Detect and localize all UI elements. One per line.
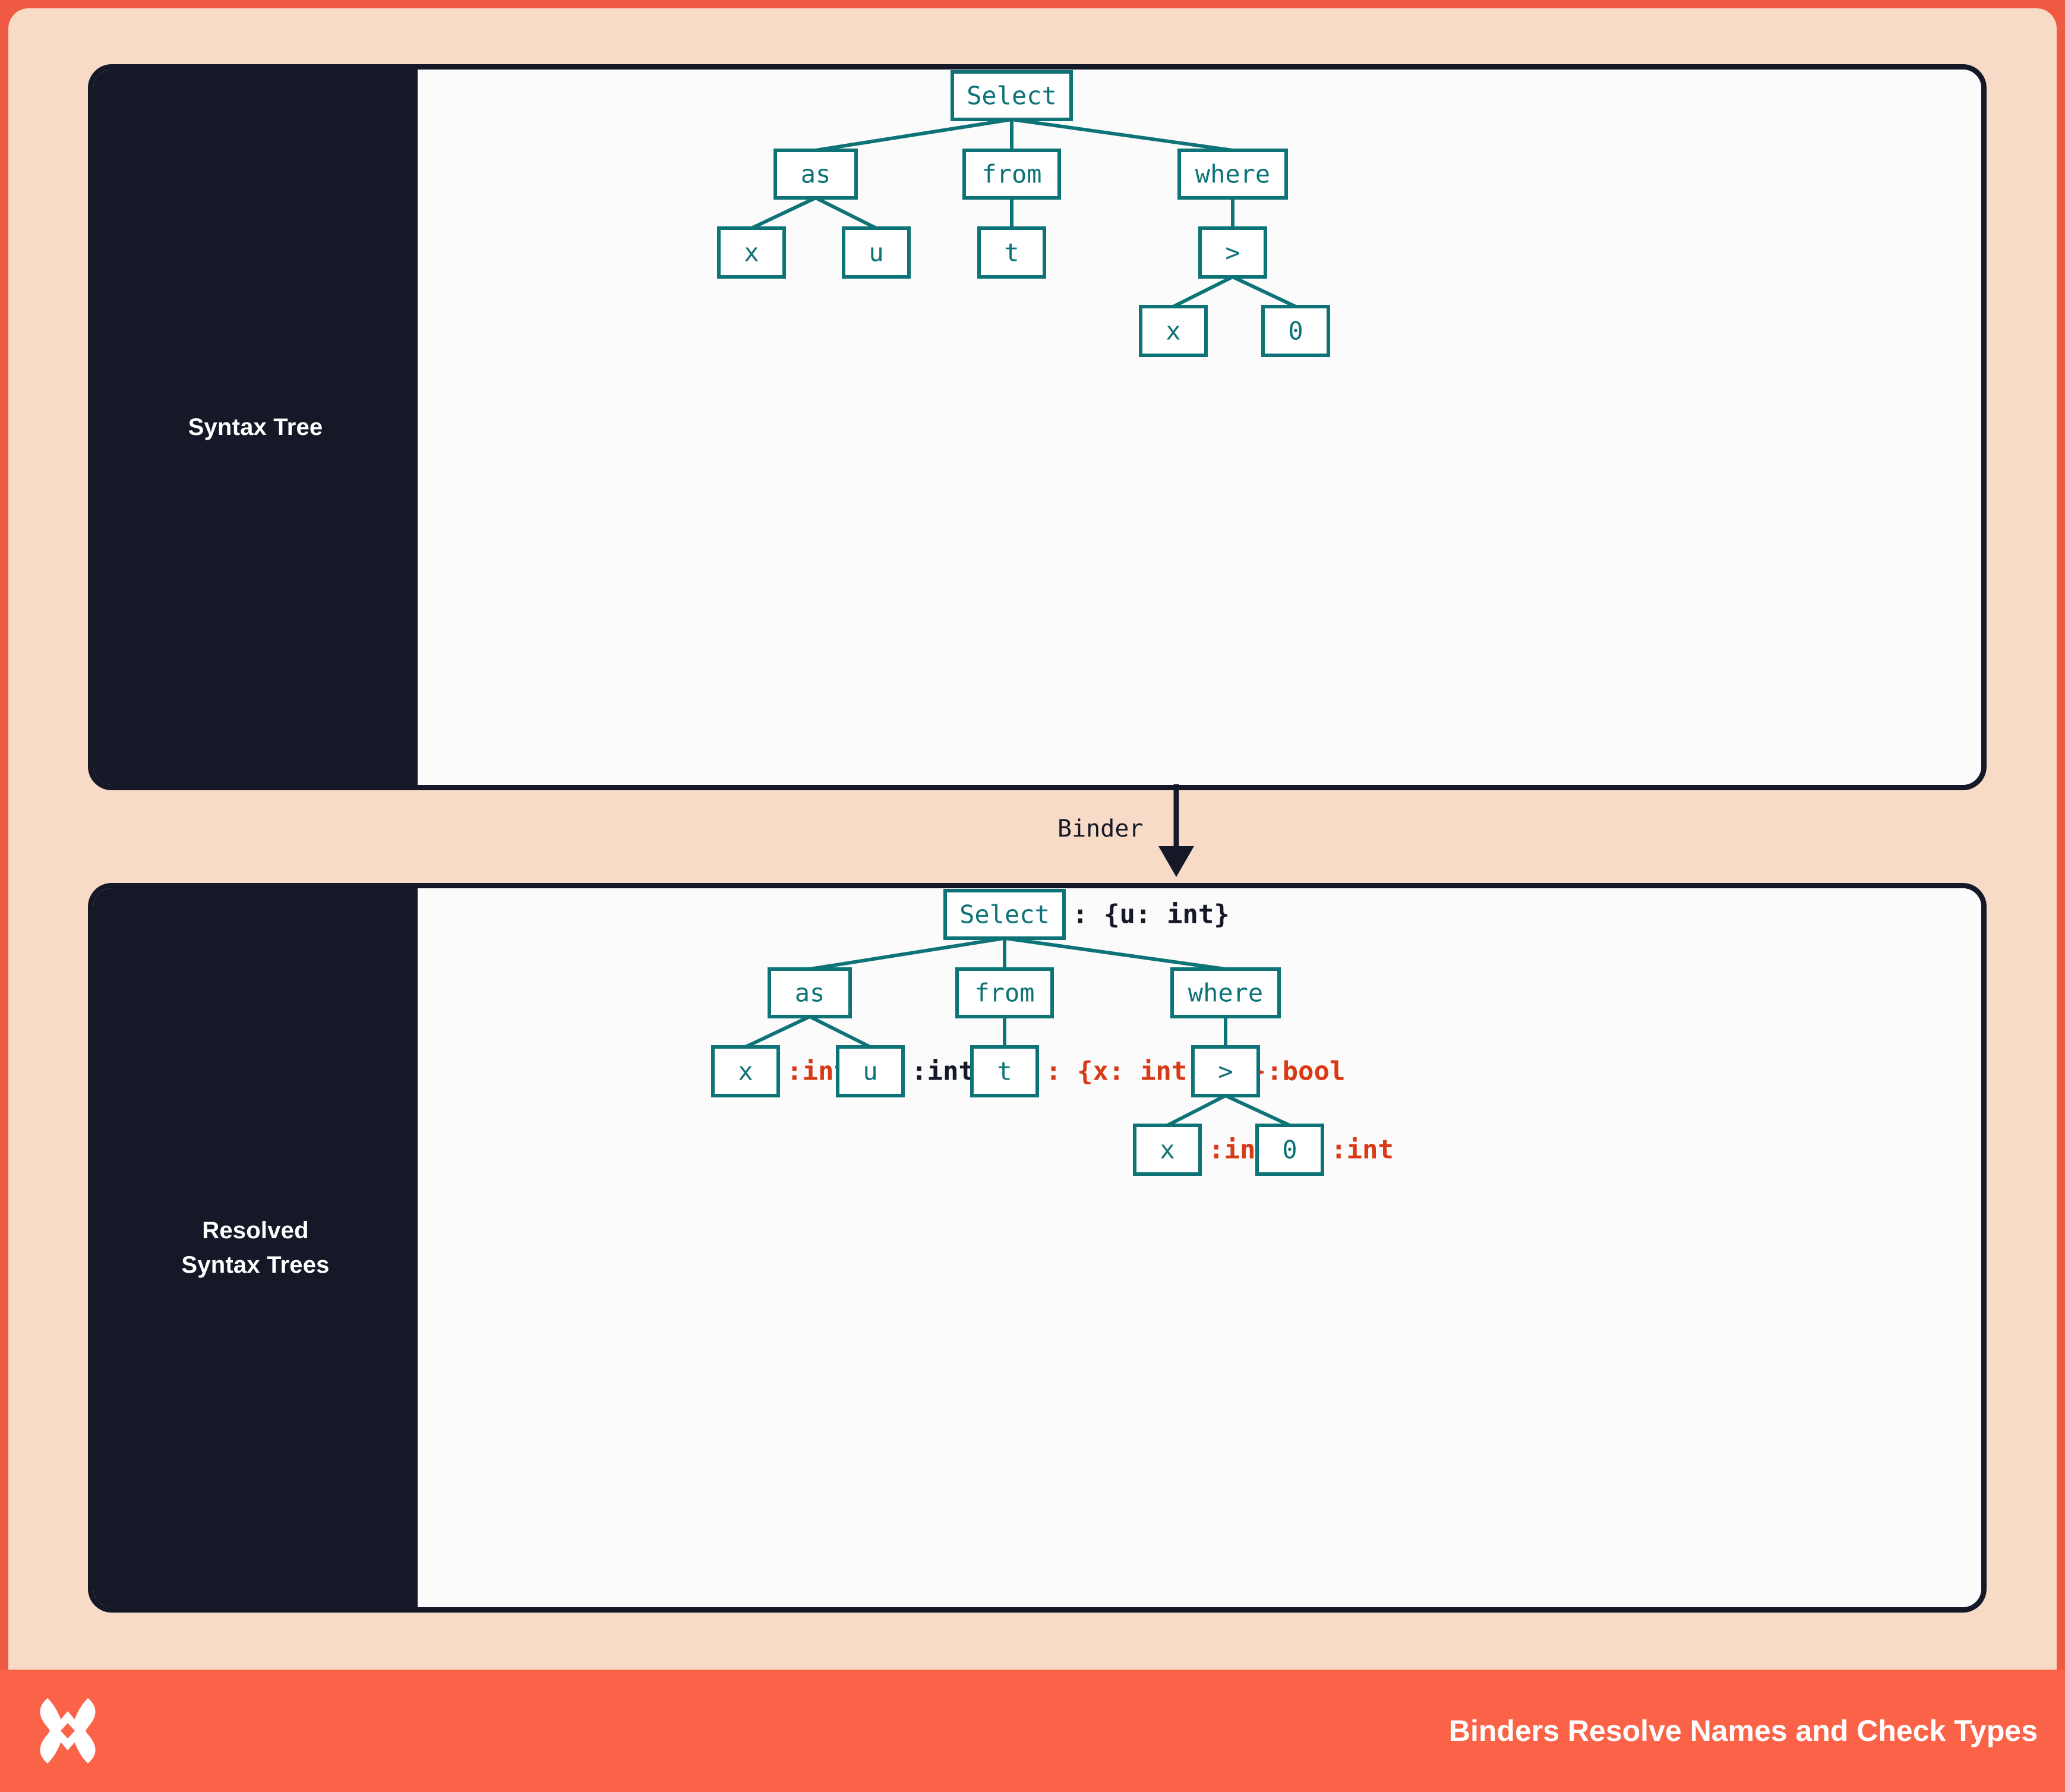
footer-bar: Binders Resolve Names and Check Types xyxy=(0,1670,2065,1792)
tree-node-box xyxy=(955,967,1054,1018)
tree-edge xyxy=(1172,275,1234,308)
sidebar-label-line: Resolved xyxy=(202,1217,309,1244)
binder-label: Binder xyxy=(1057,815,1144,843)
tree-node-box xyxy=(717,226,786,279)
footer-caption: Binders Resolve Names and Check Types xyxy=(1448,1714,2038,1747)
tree-node[interactable]: Select xyxy=(951,70,1073,121)
tree-node-box xyxy=(842,226,911,279)
x-mark-logo-icon xyxy=(40,1698,96,1763)
tree-edge xyxy=(814,196,877,230)
tree-node[interactable]: u :int xyxy=(836,1045,974,1097)
tree-edge xyxy=(815,118,1012,152)
tree-node-label: t xyxy=(997,1057,1012,1086)
tree-node-box xyxy=(1191,1045,1260,1097)
tree-node-box xyxy=(977,226,1046,279)
tree-node-box xyxy=(1177,149,1288,200)
sidebar-label-line: Syntax Trees xyxy=(181,1252,330,1278)
tree-node[interactable]: x xyxy=(1139,305,1208,357)
syntax-tree-sidebar-label: Syntax Tree xyxy=(188,410,323,444)
tree-edge xyxy=(744,1015,811,1049)
tree-node-label: Select xyxy=(967,81,1057,111)
tree-node-label: where xyxy=(1188,979,1263,1008)
tree-node-label: x xyxy=(1160,1135,1174,1165)
tree-node-label: from xyxy=(981,160,1041,189)
tree-edge xyxy=(1232,275,1297,308)
tree-edge xyxy=(809,936,1005,971)
tree-node-label: x xyxy=(1166,317,1180,346)
tree-node[interactable]: where xyxy=(1170,967,1281,1018)
syntax-tree-sidebar: Syntax Tree xyxy=(93,70,418,785)
tree-edge xyxy=(1224,1094,1291,1127)
sidebar-label-line: Syntax Tree xyxy=(188,414,323,440)
tree-node-label: as xyxy=(801,160,831,189)
tree-node[interactable]: from xyxy=(955,967,1054,1018)
tree-node-label: x xyxy=(744,238,759,267)
tree-edge xyxy=(809,1015,872,1049)
tree-edge xyxy=(750,196,817,230)
tree-node-label: 0 xyxy=(1288,317,1303,346)
type-annotation: : {u: int} xyxy=(1072,900,1230,930)
tree-node-box xyxy=(1170,967,1281,1018)
tree-node-box xyxy=(962,149,1061,200)
tree-node-box xyxy=(773,149,858,200)
tree-node-box xyxy=(1255,1124,1324,1176)
tree-node[interactable]: x xyxy=(717,226,786,279)
tree-node[interactable]: > xyxy=(1198,226,1267,279)
tree-node[interactable]: Select : {u: int} xyxy=(943,889,1230,940)
tree-node[interactable]: x:int xyxy=(711,1045,850,1097)
tree-edge xyxy=(1004,936,1226,971)
tree-node-label: as xyxy=(795,979,825,1008)
tree-node-label: 0 xyxy=(1282,1135,1297,1165)
tree-node-box xyxy=(1261,305,1330,357)
tree-edge xyxy=(1166,1094,1227,1127)
type-annotation: :int xyxy=(911,1056,974,1087)
syntax-tree-graph: Select as from where x u t > x 0 xyxy=(717,70,1330,357)
tree-node-label: u xyxy=(863,1057,877,1086)
tree-node-label: t xyxy=(1004,238,1019,267)
tree-edge xyxy=(1011,118,1233,152)
tree-node-label: from xyxy=(974,979,1034,1008)
syntax-tree-canvas: Select as from where x u t > x 0 xyxy=(418,70,1981,785)
tree-node-label: x xyxy=(738,1057,753,1086)
tree-node[interactable]: t xyxy=(977,226,1046,279)
tree-node-box xyxy=(711,1045,780,1097)
tree-node-box xyxy=(970,1045,1039,1097)
tree-node-box xyxy=(1139,305,1208,357)
arrow-down-icon xyxy=(1158,784,1194,877)
tree-node[interactable]: as xyxy=(768,967,852,1018)
tree-node-box xyxy=(951,70,1073,121)
tree-node[interactable]: 0 :int xyxy=(1255,1124,1394,1176)
tree-node[interactable]: x:int xyxy=(1133,1124,1271,1176)
tree-node[interactable]: where xyxy=(1177,149,1288,200)
tree-node-label: where xyxy=(1195,160,1270,189)
tree-node-label: u xyxy=(869,238,883,267)
tree-node-box xyxy=(1198,226,1267,279)
tree-node[interactable]: u xyxy=(842,226,911,279)
tree-node-label: > xyxy=(1225,238,1240,267)
tree-node[interactable]: 0 xyxy=(1261,305,1330,357)
type-annotation: :bool xyxy=(1267,1056,1345,1087)
tree-node[interactable]: > :bool xyxy=(1191,1045,1345,1097)
tree-node[interactable]: as xyxy=(773,149,858,200)
type-annotation: :int xyxy=(1331,1135,1394,1165)
tree-node-box xyxy=(943,889,1066,940)
tree-node-box xyxy=(1133,1124,1202,1176)
tree-node-box xyxy=(768,967,852,1018)
syntax-tree-card: Syntax Tree Select as from where x u t > x 0 xyxy=(88,64,1987,790)
tree-node-label: Select xyxy=(959,900,1050,929)
tree-node[interactable]: from xyxy=(962,149,1061,200)
tree-node-label: > xyxy=(1218,1057,1233,1086)
tree-node-box xyxy=(836,1045,905,1097)
